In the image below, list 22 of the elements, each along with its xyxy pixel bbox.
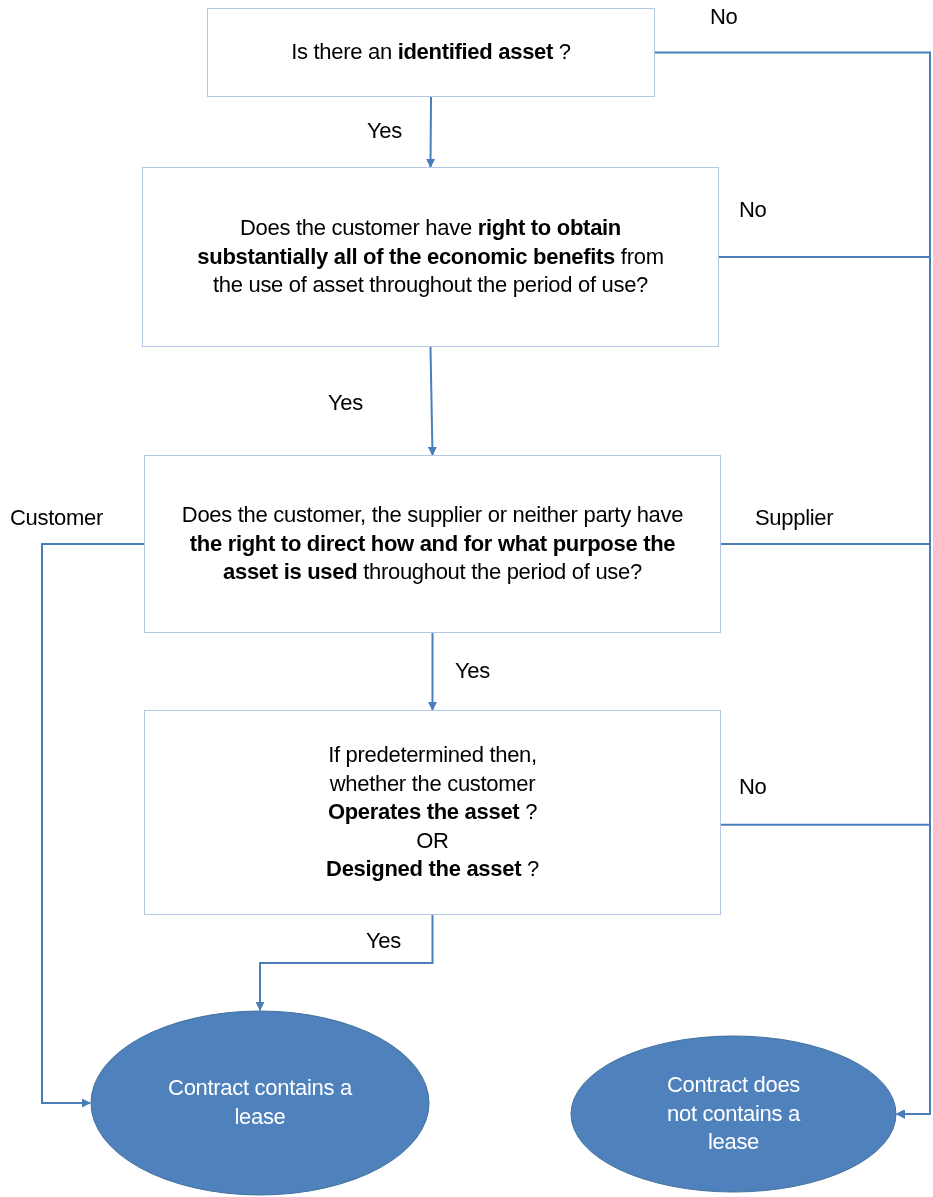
question-text: Is there an identified asset ?: [291, 38, 571, 67]
connector-arrow: [718, 256, 931, 1119]
decision-box: [144, 710, 721, 915]
decision-box: [144, 455, 721, 633]
question-text: Does the customer have right to obtain substantially all of the economic benefits from the use of asset throughout the period of use?: [196, 214, 665, 300]
question-text: Does the customer, the supplier or neither party have the right to direct how and for what purpose the asset is used throughout the period of use?: [180, 501, 685, 587]
decision-box: [142, 167, 719, 347]
connector-arrow: [41, 543, 145, 1108]
connector-arrow: [255, 914, 434, 1011]
outcome-text: Contract does not contains a lease: [665, 1071, 802, 1157]
outcome-ellipse: [570, 1035, 897, 1193]
question-text: Designed the asset ?: [326, 855, 539, 884]
connector-arrow: [720, 823, 931, 1119]
question-text: If predetermined then, whether the customer: [327, 741, 538, 798]
decision-box: [207, 8, 655, 97]
outcome-ellipse: [90, 1010, 430, 1196]
outcome-text: Contract contains a lease: [167, 1074, 354, 1131]
connector-arrow: [426, 96, 436, 168]
question-text: Operates the asset ?: [327, 798, 538, 827]
question-text: OR: [416, 826, 449, 855]
connector-arrow: [428, 632, 437, 711]
connector-arrow: [427, 346, 437, 456]
